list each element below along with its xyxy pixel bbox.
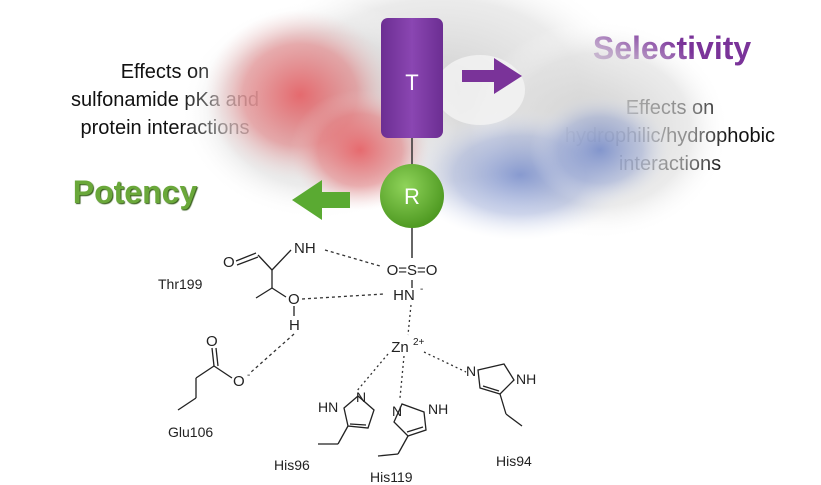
his94-nh: NH xyxy=(516,371,536,387)
thr-nh-label: NH xyxy=(294,240,316,257)
sulfonyl-label: O=S=O xyxy=(387,262,438,279)
potency-title: Potency xyxy=(72,174,198,210)
potency-arrow xyxy=(292,180,350,220)
his94-n: N xyxy=(466,363,476,379)
glu-carbonyl-o: O xyxy=(206,333,218,350)
tail-block xyxy=(381,18,443,138)
his94-label: His94 xyxy=(496,453,532,469)
glu-charge: - xyxy=(247,370,250,381)
ring-label: R xyxy=(404,184,420,209)
protein-surface-background xyxy=(180,0,730,240)
tail-group: T xyxy=(381,18,443,168)
thr-hydroxyl-o: O xyxy=(288,291,300,308)
his96-hn: HN xyxy=(318,399,338,415)
his119-label: His119 xyxy=(370,469,413,485)
tail-label: T xyxy=(405,70,418,95)
thr-hydroxyl-h: H xyxy=(289,317,300,334)
binding-site-structure: O=S=O HN - Zn 2+ NH O O H Thr199 xyxy=(158,240,536,485)
zinc-charge: 2+ xyxy=(413,337,425,348)
nh-anion-charge: - xyxy=(420,284,423,295)
glu106-label: Glu106 xyxy=(168,424,213,440)
zinc-label: Zn xyxy=(391,339,409,356)
thr-carbonyl-o: O xyxy=(223,254,235,271)
ring-circle xyxy=(380,164,444,228)
glu-carboxylate-o: O xyxy=(233,373,245,390)
ring-group: R xyxy=(380,164,444,258)
nh-anion-label: HN xyxy=(393,287,415,304)
his96-n: N xyxy=(356,389,366,405)
his119-nh: NH xyxy=(428,401,448,417)
his96-label: His96 xyxy=(274,457,310,473)
his119-n: N xyxy=(392,403,402,419)
selectivity-arrow xyxy=(462,58,522,94)
thr199-label: Thr199 xyxy=(158,276,203,292)
